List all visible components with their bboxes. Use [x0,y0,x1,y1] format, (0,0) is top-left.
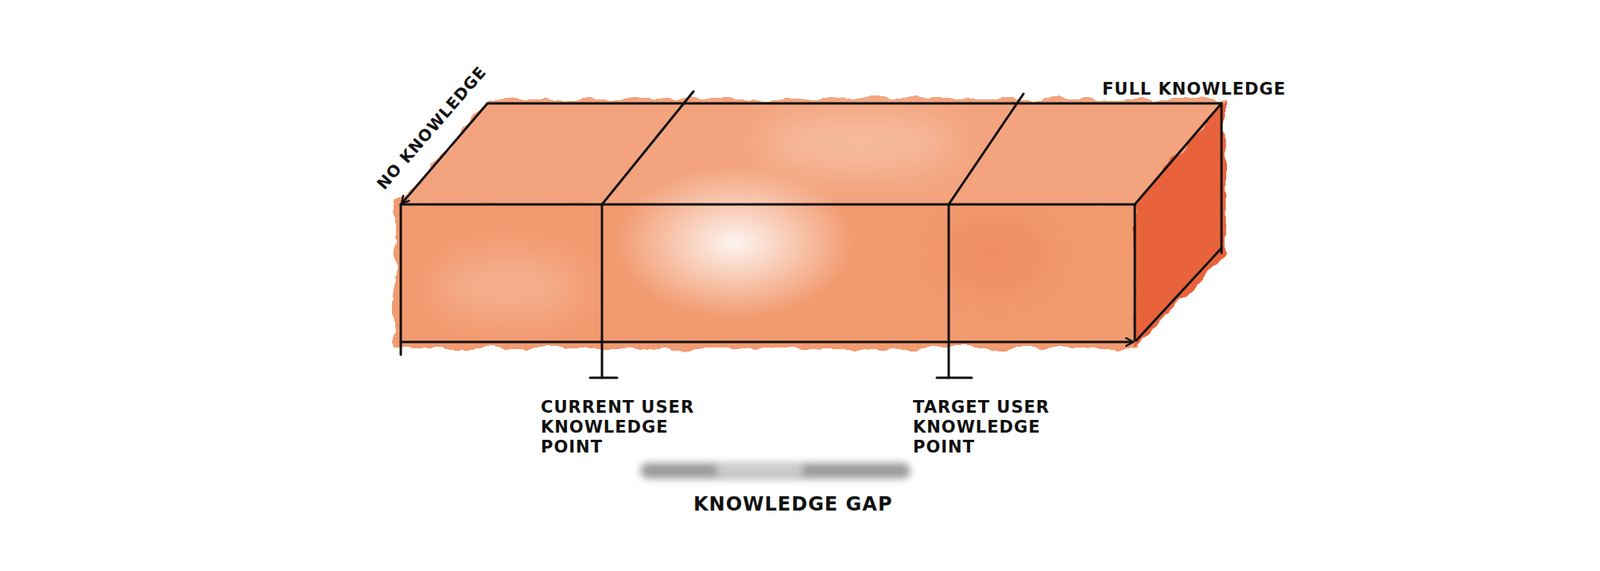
light-spot [437,254,581,319]
wash-highlights [437,115,1050,319]
gap-label: KNOWLEDGE GAP [693,493,893,517]
edge-line [400,204,403,355]
axis-label: FULL KNOWLEDGE [1102,79,1286,100]
edge-line [400,203,1135,206]
gap-smudge [640,462,911,479]
watercolour-fill [394,98,1227,349]
edge-line [1133,204,1137,341]
edge-line [487,102,1222,105]
light-spot [615,166,855,319]
marker-line [601,204,604,378]
marker-line [601,91,694,205]
dark-spot [938,214,1050,295]
marker-tick [936,376,972,380]
axis-arrow [400,341,1134,344]
light-spot [763,115,955,171]
marker-label: CURRENT USER KNOWLEDGE POINT [540,397,728,459]
smudge [640,462,911,479]
smudge [715,464,804,476]
edge-line [1134,103,1222,205]
edge-line [1220,103,1224,253]
marker-tick [590,376,618,380]
marker-line [948,93,1024,205]
prism-outline [400,91,1222,378]
side-face [1134,98,1227,349]
edge-line [1136,248,1222,341]
marker-line [947,204,951,378]
marker-label: TARGET USER KNOWLEDGE POINT [912,397,1100,459]
